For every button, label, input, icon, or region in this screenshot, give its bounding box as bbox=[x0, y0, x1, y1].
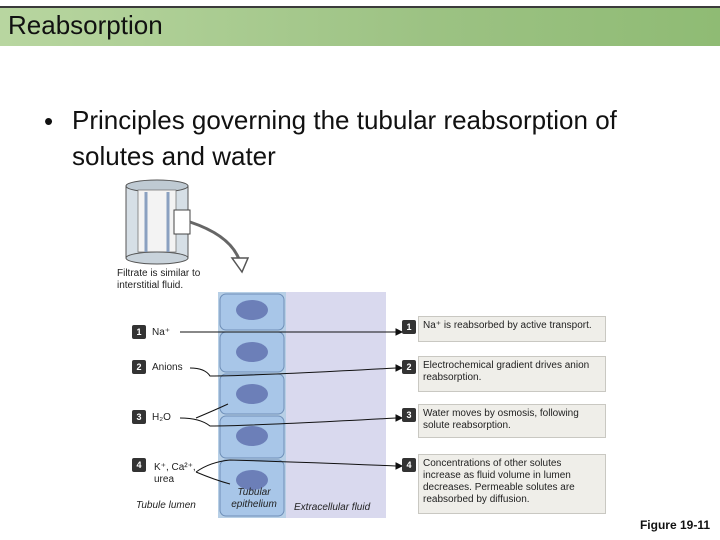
right-step-1-description: Na⁺ is reabsorbed by active transport. bbox=[418, 316, 606, 342]
right-step-3-number: 3 bbox=[402, 408, 416, 422]
left-step-3-label: H₂O bbox=[152, 412, 171, 423]
right-step-3-description: Water moves by osmosis, following solute… bbox=[418, 404, 606, 438]
epithelial-cells bbox=[219, 293, 285, 517]
right-step-2-number: 2 bbox=[402, 360, 416, 374]
right-step-2-description: Electrochemical gradient drives anion re… bbox=[418, 356, 606, 392]
right-step-4-number: 4 bbox=[402, 458, 416, 472]
right-step-2-text: Electrochemical gradient drives anion re… bbox=[423, 360, 590, 383]
bullet-text: Principles governing the tubular reabsor… bbox=[72, 105, 617, 171]
left-step-4-number: 4 bbox=[132, 458, 146, 472]
tubular-epithelium-label: Tubular epithelium bbox=[231, 487, 277, 510]
right-step-4-description: Concentrations of other solutes increase… bbox=[418, 454, 606, 514]
transport-arrows bbox=[179, 328, 404, 485]
bullet-marker: • bbox=[44, 106, 54, 136]
left-step-2-number: 2 bbox=[132, 360, 146, 374]
left-step-2-label: Anions bbox=[152, 362, 183, 373]
filtrate-caption: Filtrate is similar to interstitial flui… bbox=[117, 268, 201, 291]
tubule-lumen-label: Tubule lumen bbox=[136, 500, 196, 511]
title-strip bbox=[0, 6, 720, 46]
figure-label: Figure 19-11 bbox=[639, 518, 710, 532]
left-step-3-number: 3 bbox=[132, 410, 146, 424]
right-step-1-number: 1 bbox=[402, 320, 416, 334]
zoom-arrow-head bbox=[230, 257, 250, 274]
slide-title: Reabsorption bbox=[8, 10, 163, 40]
right-step-1-text: Na⁺ is reabsorbed by active transport. bbox=[423, 320, 592, 331]
title-bar: Reabsorption bbox=[0, 0, 720, 46]
left-step-1-number: 1 bbox=[132, 325, 146, 339]
extracellular-region bbox=[286, 292, 386, 518]
right-step-3-text: Water moves by osmosis, following solute… bbox=[423, 408, 579, 431]
right-step-4-text: Concentrations of other solutes increase… bbox=[423, 458, 575, 505]
tubule-icon bbox=[125, 179, 191, 265]
extracellular-fluid-label: Extracellular fluid bbox=[294, 502, 371, 513]
left-step-4-label: K⁺, Ca²⁺, urea bbox=[154, 462, 196, 485]
zoom-arrow bbox=[189, 220, 242, 263]
left-step-1-label: Na⁺ bbox=[152, 327, 171, 338]
